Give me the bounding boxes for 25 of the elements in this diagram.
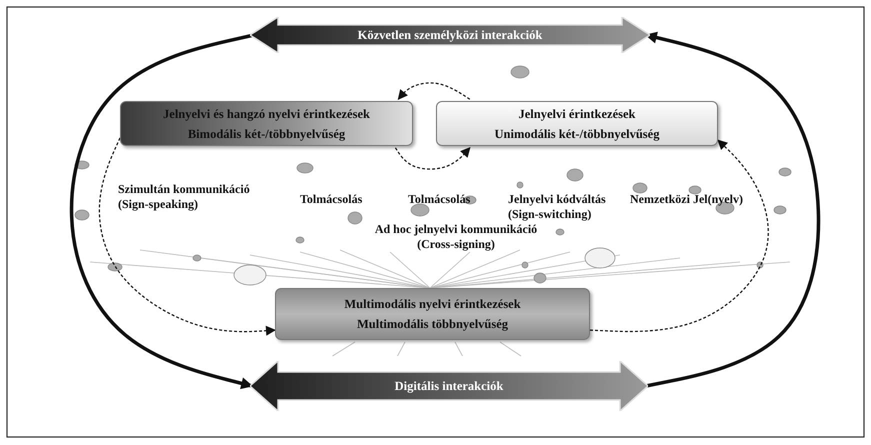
dashed-arrow [98, 138, 276, 336]
box-heading: Multimodális nyelvi érintkezések [344, 296, 521, 313]
box-heading: Közvetlen személyközi interakciók [358, 27, 542, 44]
category-box [275, 288, 590, 340]
dashed-arrow [590, 139, 769, 332]
double-arrow-banner [250, 361, 648, 411]
box-heading: Jelnyelvi és hangzó nyelvi érintkezések [163, 106, 370, 123]
category-label: Tolmácsolás [408, 192, 472, 207]
dashed-arrow [394, 147, 470, 170]
dashed-arrow [398, 82, 470, 100]
category-label: Ad hoc jelnyelvi kommunikáció (Cross-signing) [374, 222, 538, 252]
box-subheading: Multimodális többnyelvűség [356, 316, 508, 333]
category-label: Tolmácsolás [300, 192, 364, 207]
category-box [436, 101, 718, 146]
curved-arrow [70, 33, 254, 390]
category-label: Nemzetközi Jel(nyelv) [630, 192, 744, 207]
category-box [120, 101, 413, 146]
box-subheading: Unimodális két-/többnyelvűség [494, 126, 660, 143]
double-arrow-banner [250, 17, 650, 53]
box-heading: Jelnyelvi érintkezések [518, 106, 636, 123]
category-label: Szimultán kommunikáció (Sign-speaking) [118, 182, 251, 212]
box-subheading: Bimodális két-/többnyelvűség [188, 126, 346, 143]
box-heading: Digitális interakciók [394, 378, 504, 395]
category-label: Jelnyelvi kódváltás (Sign-switching) [508, 192, 607, 222]
curved-arrow [644, 32, 820, 388]
